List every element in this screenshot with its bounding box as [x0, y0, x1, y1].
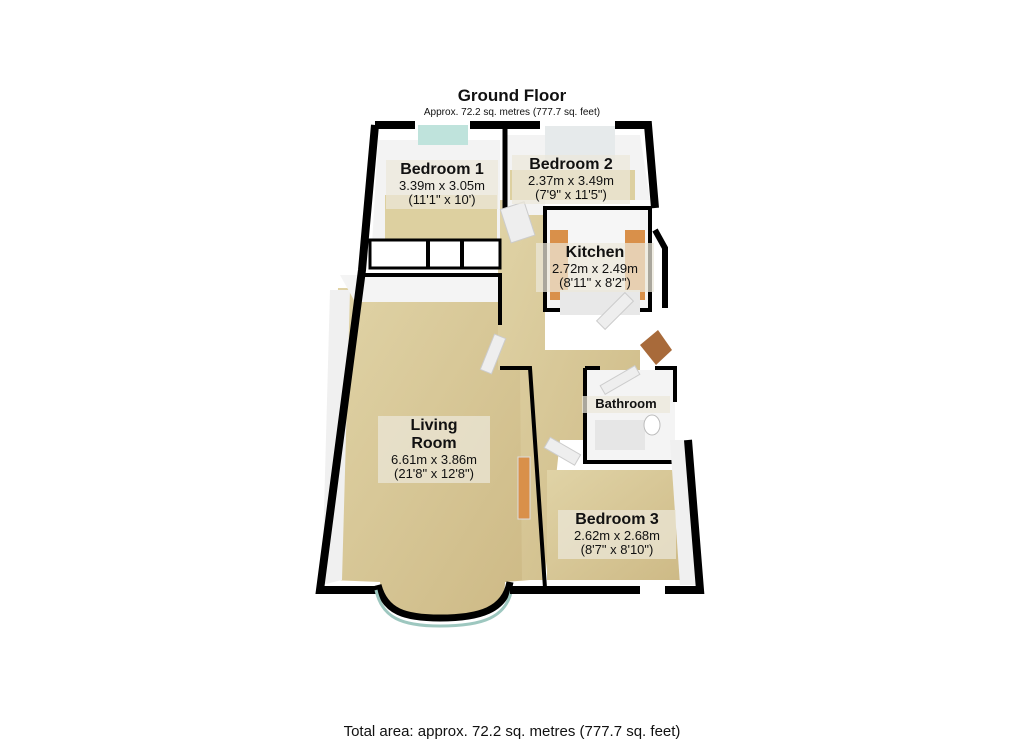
room-name: Kitchen	[565, 244, 625, 261]
bay-window	[374, 581, 514, 622]
room-dimensions-metric: 2.62m x 2.68m	[574, 527, 660, 543]
room-dimensions-metric: 6.61m x 3.86m	[391, 451, 477, 467]
floor-title: Ground Floor	[457, 86, 567, 105]
room-dimensions-metric: 3.39m x 3.05m	[399, 177, 485, 193]
living-room-partition	[365, 273, 502, 325]
room-name: Bedroom 2	[529, 156, 613, 173]
bathroom-basin	[643, 414, 661, 436]
room-label-bedroom-1: Bedroom 1 3.39m x 3.05m (11'1" x 10')	[386, 160, 498, 209]
room-label-bedroom-3: Bedroom 3 2.62m x 2.68m (8'7" x 8'10")	[558, 510, 676, 559]
hallway-floor	[498, 200, 640, 580]
room-label-bathroom: Bathroom	[582, 396, 670, 413]
room-name-line-2: Room	[411, 434, 457, 452]
bedroom-1-window	[418, 125, 468, 145]
room-label-bedroom-2: Bedroom 2 2.37m x 3.49m (7'9" x 11'5")	[512, 155, 630, 204]
room-name: Living	[410, 417, 458, 434]
room-name: Bathroom	[595, 396, 657, 411]
floor-area-subtitle: Approx. 72.2 sq. metres (777.7 sq. feet)	[423, 107, 601, 118]
room-dimensions-metric: 2.72m x 2.49m	[552, 260, 638, 276]
room-name: Bedroom 1	[400, 161, 484, 178]
room-dimensions-metric: 2.37m x 3.49m	[528, 172, 614, 188]
living-room-wall-top	[340, 275, 500, 302]
room-dimensions-imperial: (8'11" x 8'2")	[559, 275, 631, 291]
room-name: Bedroom 3	[575, 511, 659, 528]
room-dimensions-imperial: (11'1" x 10')	[408, 192, 476, 208]
living-room-fireplace	[517, 456, 531, 520]
front-door	[640, 330, 672, 365]
room-dimensions-imperial: (8'7" x 8'10")	[580, 542, 654, 558]
total-area-footer: Total area: approx. 72.2 sq. metres (777…	[343, 723, 681, 740]
room-dimensions-imperial: (21'8" x 12'8")	[394, 466, 474, 482]
room-dimensions-imperial: (7'9" x 11'5")	[535, 187, 607, 203]
room-label-living-room: Living Room 6.61m x 3.86m (21'8" x 12'8"…	[378, 416, 490, 483]
outer-wall-left	[315, 124, 380, 594]
room-label-kitchen: Kitchen 2.72m x 2.49m (8'11" x 8'2")	[536, 243, 654, 292]
